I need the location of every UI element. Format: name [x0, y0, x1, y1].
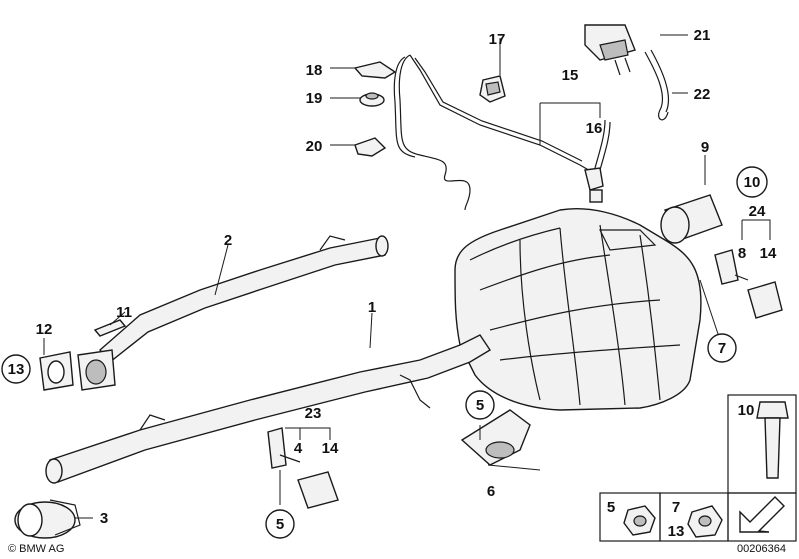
- callout-11: 11: [116, 304, 132, 321]
- callout-5a: 5: [276, 516, 284, 533]
- main-pipe-1: [49, 334, 491, 483]
- callout-9: 9: [701, 139, 709, 156]
- callout-4: 4: [294, 440, 303, 457]
- callout-2: 2: [224, 232, 232, 249]
- callout-5b: 5: [476, 397, 484, 414]
- rubber-mount-14a: [297, 471, 339, 509]
- callout-17: 17: [489, 31, 506, 48]
- callout-13: 13: [8, 361, 25, 378]
- callout-8: 8: [738, 245, 746, 262]
- callout-6: 6: [487, 483, 495, 500]
- callout-3: 3: [100, 510, 108, 527]
- bracket-18: [353, 61, 397, 79]
- hose-connector-16: [584, 167, 604, 191]
- callout-23: 23: [305, 405, 322, 422]
- bracket-8: [714, 249, 739, 285]
- legend-label-13: 13: [668, 523, 685, 540]
- leader-lines: [43, 34, 771, 519]
- rubber-mount-14b: [747, 281, 783, 319]
- front-pipe-2: [99, 237, 386, 363]
- legend-box-10: 10: [727, 394, 797, 494]
- nut-20: [354, 137, 387, 157]
- callout-12: 12: [36, 321, 53, 338]
- callout-14b: 14: [760, 245, 777, 262]
- callout-7: 7: [718, 340, 726, 357]
- callout-21: 21: [694, 27, 711, 44]
- vacuum-hose-15: [398, 54, 471, 211]
- callout-19: 19: [306, 90, 323, 107]
- callout-14a: 14: [322, 440, 339, 457]
- callout-22: 22: [694, 86, 711, 103]
- copyright: © BMW AG: [8, 543, 64, 555]
- callout-10: 10: [744, 174, 761, 191]
- legend-box-7-13: 7 13: [659, 492, 729, 542]
- legend-box-5: 5: [599, 492, 661, 542]
- image-number: 00206364: [737, 543, 786, 555]
- legend-label-10: 10: [738, 402, 755, 419]
- legend-label-7: 7: [672, 499, 680, 516]
- legend-label-5: 5: [607, 499, 615, 516]
- callout-1: 1: [368, 299, 376, 316]
- callout-16: 16: [586, 120, 603, 137]
- callout-20: 20: [306, 138, 323, 155]
- hose-22: [644, 51, 669, 121]
- callout-18: 18: [306, 62, 323, 79]
- direction-arrow-icon: [739, 496, 785, 533]
- callout-24: 24: [749, 203, 766, 220]
- callout-15: 15: [562, 67, 579, 84]
- bracket-4: [267, 427, 287, 469]
- legend-box-arrow: [727, 492, 797, 542]
